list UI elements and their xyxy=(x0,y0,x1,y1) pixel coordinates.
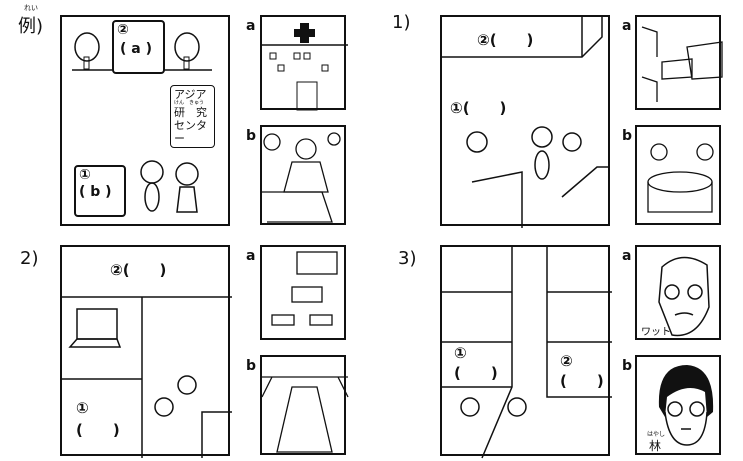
slot-blank: ( ) xyxy=(462,99,507,117)
q3-slot-1: ① ( ) xyxy=(454,343,498,383)
example-label-ruby: れい xyxy=(24,4,38,12)
name-label-watt: ワット xyxy=(641,327,671,338)
q2-option-b-label: b xyxy=(246,358,257,374)
sign-line: センター xyxy=(174,119,207,145)
sign-ruby: けん きゅう xyxy=(174,100,205,106)
office-picture xyxy=(260,125,346,225)
q1-label: 1) xyxy=(392,12,411,33)
option-b-label: b xyxy=(246,128,257,144)
slot-number: ② xyxy=(477,31,490,49)
slot-1: ① ( b ) xyxy=(74,165,126,217)
lounge-picture xyxy=(635,15,723,110)
name-ruby-hayashi: はやし xyxy=(647,431,666,438)
slot-1-number: ① xyxy=(79,167,91,183)
slot-number: ① xyxy=(76,399,89,417)
slot-blank: ( ) xyxy=(454,364,498,382)
slot-blank: ( ) xyxy=(122,261,167,279)
option-a-label: a xyxy=(246,18,256,34)
q2-slot-1: ① ( ) xyxy=(76,397,120,441)
slot-number: ① xyxy=(454,344,467,362)
sign-line: 研 究 xyxy=(174,106,207,119)
classroom-picture xyxy=(260,245,346,340)
meeting-room-picture xyxy=(260,355,349,455)
slot-number: ② xyxy=(110,261,123,279)
slot-2-answer: ( a ) xyxy=(120,41,152,57)
slot-number: ② xyxy=(560,352,573,370)
slot-2-number: ② xyxy=(117,22,129,38)
slot-blank: ( ) xyxy=(76,421,120,439)
q2-label: 2) xyxy=(20,248,39,269)
q2-slot-2: ②( ) xyxy=(110,259,166,280)
q1-scene: ②( ) ①( ) xyxy=(440,15,610,228)
q1-option-a-label: a xyxy=(622,18,632,34)
hayashi-portrait: はやし 林 xyxy=(635,355,721,455)
q1-slot-1: ①( ) xyxy=(450,97,506,118)
sign-line: アジア xyxy=(174,88,207,101)
watt-portrait: ワット xyxy=(635,245,721,340)
q1-slot-2: ②( ) xyxy=(477,29,533,50)
q3-option-b-label: b xyxy=(622,358,633,374)
slot-blank: ( ) xyxy=(489,31,534,49)
q2-scene: ②( ) ①( ) xyxy=(60,245,232,458)
hospital-picture xyxy=(260,15,348,111)
q3-option-a-label: a xyxy=(622,248,632,264)
slot-number: ① xyxy=(450,99,463,117)
example-label: 例) xyxy=(18,16,44,37)
q2-option-a-label: a xyxy=(246,248,256,264)
q3-label: 3) xyxy=(398,248,417,269)
q3-slot-2: ② ( ) xyxy=(560,351,604,391)
slot-2: ② ( a ) xyxy=(112,20,165,74)
example-scene: ② ( a ) アジア けん きゅう 研 究 センター ① ( b ) xyxy=(60,15,230,226)
asia-research-center-sign: アジア けん きゅう 研 究 センター xyxy=(170,85,215,148)
restaurant-picture xyxy=(635,125,721,225)
q3-scene: ① ( ) ② ( ) xyxy=(440,245,612,459)
name-label-hayashi: 林 xyxy=(649,439,662,453)
q1-option-b-label: b xyxy=(622,128,633,144)
slot-1-answer: ( b ) xyxy=(79,184,112,200)
slot-blank: ( ) xyxy=(560,372,604,390)
